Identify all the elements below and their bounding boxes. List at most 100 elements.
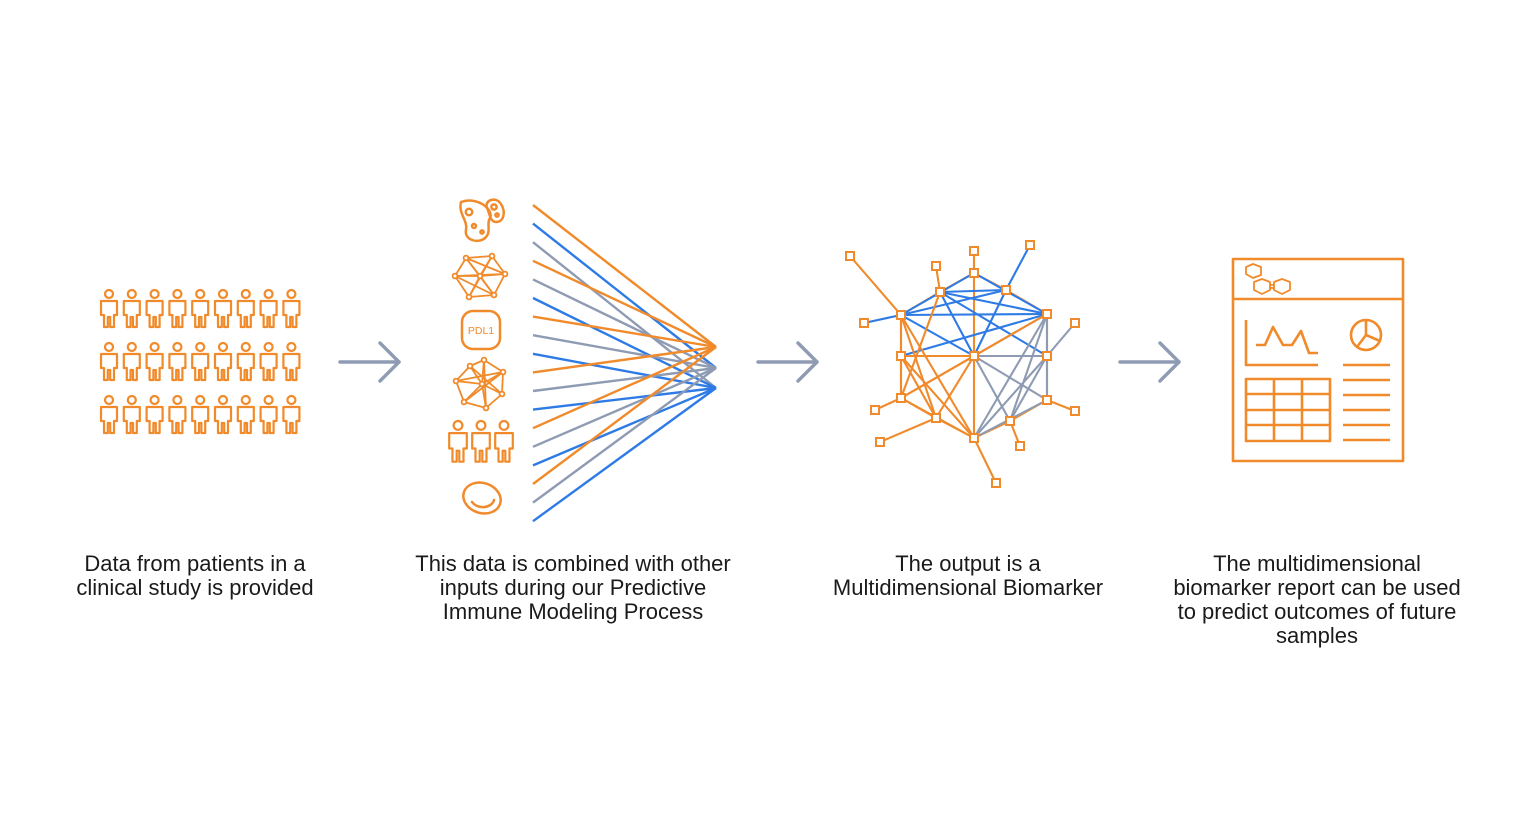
network-edge <box>972 436 998 485</box>
network-node <box>1070 318 1080 328</box>
person-icon <box>494 419 514 463</box>
person-icon <box>259 394 278 435</box>
fan-line <box>532 367 717 504</box>
network-node <box>969 351 979 361</box>
biomarker-edges <box>848 243 1077 485</box>
report-document-icon <box>1231 257 1405 463</box>
arrow-icon <box>1118 341 1181 383</box>
table-icon <box>1244 377 1332 443</box>
step-caption-patients: Data from patients in a clinical study i… <box>76 551 314 600</box>
person-icon <box>213 394 233 435</box>
person-icon <box>448 419 468 463</box>
network-node <box>1070 406 1080 416</box>
person-icon <box>282 394 301 435</box>
person-icon <box>191 341 210 382</box>
step-caption-report: The multidimensional biomarker report ca… <box>1173 551 1461 648</box>
network-node <box>870 405 880 415</box>
network-hub-icon <box>452 356 507 412</box>
blood-cell-icon <box>462 481 502 515</box>
fan-line <box>532 204 717 348</box>
network-edge <box>899 313 976 358</box>
person-icon <box>145 341 164 382</box>
network-node <box>1025 240 1035 250</box>
biomarker-nodes <box>845 240 1080 488</box>
person-icon <box>191 394 210 435</box>
network-node <box>931 261 941 271</box>
person-icon <box>191 288 210 329</box>
network-node <box>896 393 906 403</box>
biomarker-network <box>845 240 1080 488</box>
pie-chart-icon <box>1349 318 1383 352</box>
network-node <box>969 268 979 278</box>
person-icon <box>213 341 233 382</box>
fan-line <box>532 334 717 370</box>
step-caption-output: The output is a Multidimensional Biomark… <box>832 551 1104 600</box>
person-icon <box>236 394 255 435</box>
network-edge <box>938 290 1049 316</box>
fan-line <box>532 386 717 467</box>
fan-line <box>532 387 717 523</box>
network-edge <box>1008 354 1049 423</box>
fan-line <box>532 315 717 349</box>
network-edge <box>972 312 1049 440</box>
person-icon <box>236 341 255 382</box>
person-icon <box>236 288 255 329</box>
fan-line <box>532 278 717 370</box>
network-edge <box>972 354 1049 440</box>
step-caption-combine: This data is combined with other inputs … <box>415 551 731 624</box>
network-edge <box>938 288 1008 294</box>
network-node <box>1001 285 1011 295</box>
network-edge <box>899 312 1049 317</box>
network-node <box>875 437 885 447</box>
pdl1-label: PDL1 <box>468 325 494 337</box>
network-node <box>969 433 979 443</box>
arrow-icon <box>338 341 401 383</box>
person-icon <box>259 288 278 329</box>
molecule-icon <box>1245 263 1291 295</box>
network-edge <box>1004 243 1032 292</box>
pdl1-badge: PDL1 <box>460 309 502 351</box>
network-node <box>969 246 979 256</box>
modeling-fan-lines <box>532 204 717 523</box>
microbe-cells-icon <box>459 198 505 242</box>
network-node-icon <box>451 252 509 301</box>
text-lines-icon <box>1343 363 1390 442</box>
person-icon <box>99 288 119 329</box>
fan-line <box>532 366 717 393</box>
network-node <box>991 478 1001 488</box>
person-icon <box>122 288 141 329</box>
report-frame <box>1231 257 1405 463</box>
network-edge <box>1008 312 1049 423</box>
network-edge <box>848 254 903 317</box>
network-edge <box>878 416 938 444</box>
fan-line <box>532 345 717 374</box>
fan-line <box>532 259 717 349</box>
fan-line <box>532 345 717 430</box>
network-node <box>896 310 906 320</box>
network-edge <box>934 354 976 420</box>
network-node <box>1015 441 1025 451</box>
person-icon <box>259 341 278 382</box>
network-edge <box>862 313 903 325</box>
person-icon <box>168 288 187 329</box>
network-node <box>1005 416 1015 426</box>
network-node <box>1042 309 1052 319</box>
network-node <box>1042 395 1052 405</box>
person-icon <box>122 394 141 435</box>
network-node <box>845 251 855 261</box>
fan-line <box>532 366 717 448</box>
person-icon <box>145 288 164 329</box>
person-icon <box>282 288 301 329</box>
network-edge <box>1045 321 1077 358</box>
network-edge <box>972 354 1012 423</box>
person-icon <box>122 341 141 382</box>
network-edge <box>899 313 938 420</box>
patients-icon-grid <box>99 288 301 435</box>
person-icon <box>213 288 233 329</box>
network-node <box>896 351 906 361</box>
network-node <box>935 287 945 297</box>
network-edge <box>938 290 976 358</box>
person-icon <box>282 341 301 382</box>
person-icon <box>168 341 187 382</box>
